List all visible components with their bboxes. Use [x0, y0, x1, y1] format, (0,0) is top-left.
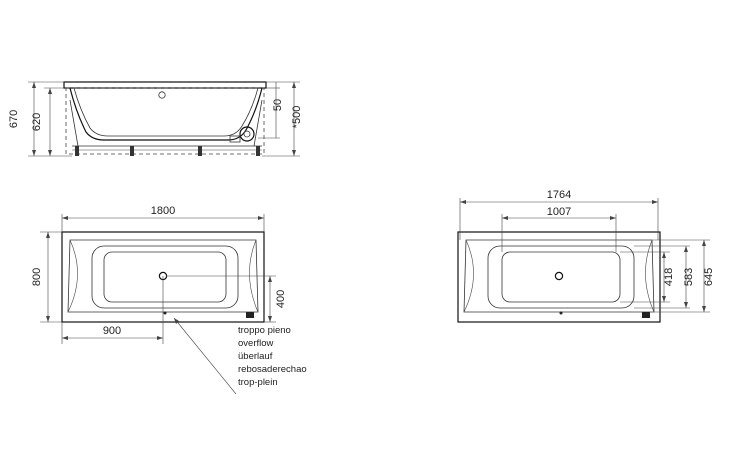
support-feet	[75, 146, 260, 156]
dim-half-length: 900	[103, 325, 121, 337]
siphon-marker-left	[246, 312, 254, 318]
overflow-label-fr: trop-plein	[238, 377, 278, 388]
overflow-fitting-side	[158, 91, 166, 99]
overflow-label-it: troppo pieno	[238, 325, 291, 336]
dim-inner-width-b: 645	[703, 268, 715, 286]
overflow-label-de: überlauf	[238, 351, 273, 362]
dim-adjustable-height: *500	[291, 106, 303, 129]
top-view-right: 1764 1007 418 583 645	[457, 189, 715, 323]
drain-siphon	[229, 126, 255, 143]
overflow-label-en: overflow	[238, 338, 274, 349]
dim-length: 1800	[151, 205, 175, 217]
dim-height-total: 670	[8, 110, 20, 128]
overflow-label-es: rebosaderechao	[238, 364, 307, 375]
dim-floor-width: 418	[663, 268, 675, 286]
top-view-left: 1800 800 900 400 troppo pieno overflow ü…	[31, 205, 307, 395]
side-view: 670 620 50 *500	[8, 81, 303, 157]
dim-height-rim: 620	[31, 113, 43, 131]
siphon-marker-right	[642, 312, 650, 318]
dim-inner-length: 1764	[547, 189, 571, 201]
dim-half-width: 400	[275, 290, 287, 308]
drain-icon-right	[554, 271, 564, 281]
dim-inner-width-a: 583	[683, 268, 695, 286]
overflow-label-list: troppo pieno overflow überlauf rebosader…	[238, 325, 307, 388]
dim-floor-length: 1007	[547, 206, 571, 218]
dim-width: 800	[31, 268, 43, 286]
dim-depth-offset: 50	[272, 99, 284, 111]
